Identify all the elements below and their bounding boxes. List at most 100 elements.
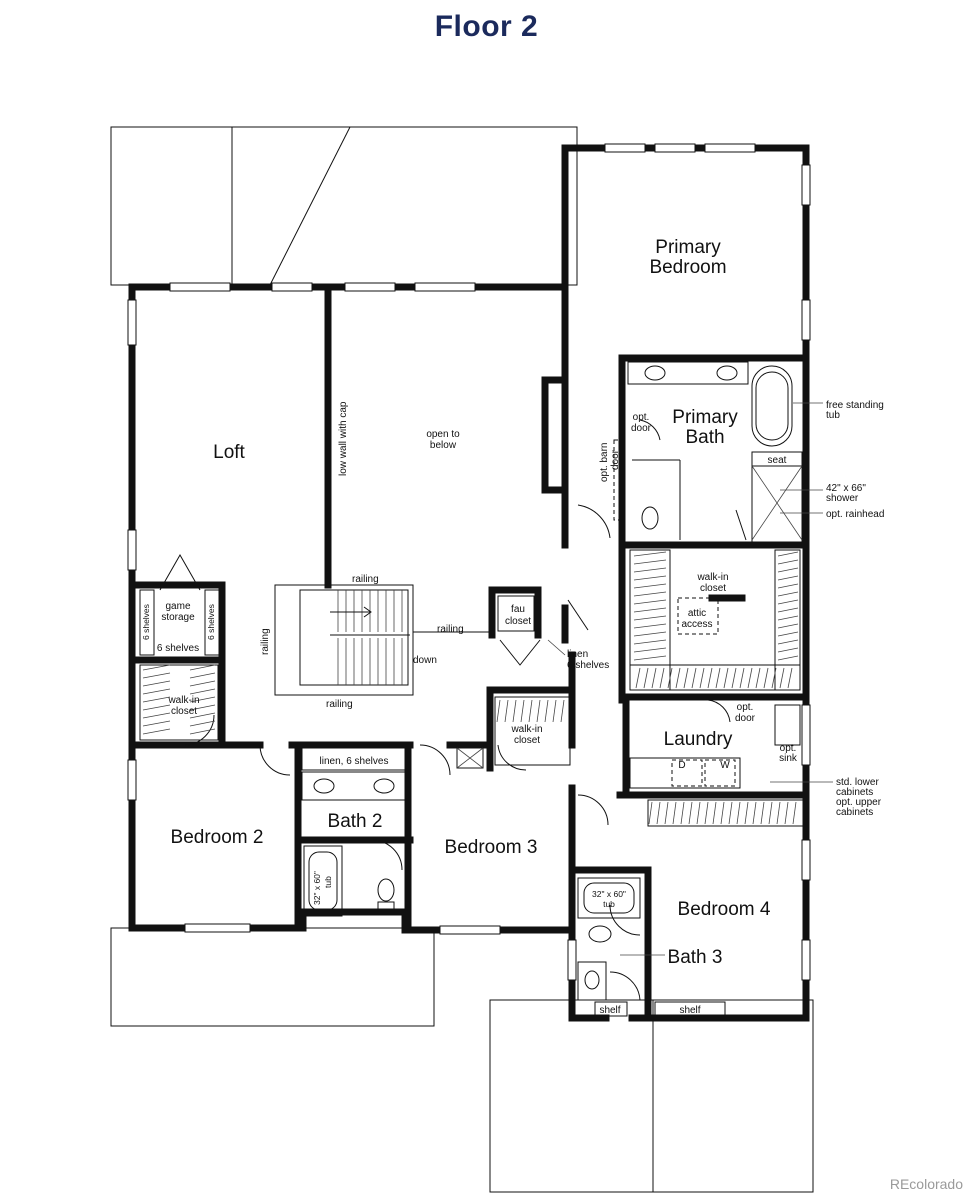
closet-hanger [779, 667, 785, 689]
closet-hanger [504, 699, 509, 723]
closet-hanger [777, 567, 799, 573]
closet-hanger [777, 655, 799, 661]
open-to-below-line2: below [430, 440, 457, 451]
closet-hanger [691, 667, 697, 689]
closet-hanger [633, 591, 667, 597]
closet-hanger [699, 667, 705, 689]
closet-hanger [142, 672, 171, 679]
opt-barn-line1: opt. barn [599, 443, 610, 482]
game-storage-line1: game [165, 601, 190, 612]
fau-closet-line1: fau [511, 604, 525, 615]
cabinet-line [712, 801, 717, 825]
cabinet-line [744, 801, 749, 825]
closet-hanger [643, 667, 649, 689]
closet-hanger [633, 615, 667, 621]
doors [159, 419, 747, 1001]
rainhead-label: opt. rainhead [826, 509, 884, 520]
closet-hanger [189, 696, 216, 703]
shower-seat-label: seat [768, 455, 787, 466]
cabinet-line [672, 801, 677, 825]
closet-hanger [777, 607, 799, 613]
closet-hanger [520, 699, 525, 723]
tub-b2-line2: tub [323, 876, 333, 888]
closet-hanger [528, 699, 533, 723]
room-bedroom-3: Bedroom 3 [445, 837, 538, 858]
cabinet-line [760, 801, 765, 825]
closet-hanger [659, 667, 665, 689]
shelves-bottom-label: 6 shelves [157, 643, 199, 654]
shelf-label-2: shelf [679, 1005, 700, 1016]
closet-hanger [633, 639, 667, 645]
closet-hanger [707, 667, 713, 689]
closet-hanger [777, 599, 799, 605]
cabinet-line [768, 801, 773, 825]
closet-hanger [777, 583, 799, 589]
cabinet-line [680, 801, 685, 825]
watermark: REcolorado [889, 1176, 963, 1192]
closet-hanger [777, 591, 799, 597]
closet-hanger [142, 680, 171, 687]
low-wall-label: low wall with cap [338, 401, 349, 476]
closet-hanger [777, 615, 799, 621]
room-bath-2: Bath 2 [328, 811, 383, 832]
windows [127, 143, 811, 981]
room-bedroom-4: Bedroom 4 [678, 899, 771, 920]
closet-hanger [723, 667, 729, 689]
closet-hanger [715, 667, 721, 689]
walkin-left-line2: closet [171, 706, 197, 717]
closet-hanger [635, 667, 641, 689]
closet-hanger [667, 667, 673, 689]
closet-hanger [675, 667, 681, 689]
fau-closet-line2: closet [505, 616, 531, 627]
closet-hanger [142, 728, 171, 735]
laundry-opt-door-line2: door [735, 713, 756, 724]
closet-hanger [633, 623, 667, 629]
cabinet-line [752, 801, 757, 825]
closet-hanger [755, 667, 761, 689]
closet-hanger [142, 696, 171, 703]
attic-access-line2: access [681, 619, 712, 630]
free-standing-line2: tub [826, 410, 840, 421]
closet-hanger [142, 704, 171, 711]
closet-hanger [777, 647, 799, 653]
closet-hanger [777, 623, 799, 629]
closet-hanger [496, 699, 501, 723]
dryer-label: D [678, 760, 685, 771]
closet-hanger [763, 667, 769, 689]
opt-door-line1: opt. [633, 412, 650, 423]
closet-hanger [189, 728, 216, 735]
washer-label: W [720, 760, 730, 771]
leader-lines [547, 402, 833, 956]
closet-hanger [633, 559, 667, 565]
linen-right-line2: 6 shelves [567, 660, 609, 671]
closet-hanger [731, 667, 737, 689]
closet-hanger [633, 599, 667, 605]
walkin-b3-line1: walk-in [510, 724, 542, 735]
closet-hanger [544, 699, 549, 723]
annotation-labels: open to below low wall with cap railing … [141, 400, 884, 1016]
closet-hanger [777, 559, 799, 565]
closet-hanger [189, 688, 216, 695]
closet-hanger [633, 607, 667, 613]
opt-sink-line1: opt. [780, 743, 797, 754]
shelves-right-label: 6 shelves [206, 604, 216, 640]
cabinet-line [776, 801, 781, 825]
shelf-label-1: shelf [599, 1005, 620, 1016]
tub-b3-line1: 32" x 60" [592, 889, 626, 899]
closet-hanger [189, 680, 216, 687]
linen-bath2-label: linen, 6 shelves [320, 756, 389, 767]
closet-hanger [633, 551, 667, 557]
closet-hanger [536, 699, 541, 723]
stairs-down-label: down [413, 655, 437, 666]
cabinet-line [664, 801, 669, 825]
closet-hanger [189, 704, 216, 711]
tub-b2-line1: 32" x 60" [312, 871, 322, 905]
floor-title: Floor 2 [434, 10, 539, 43]
railing-top-label: railing [352, 574, 379, 585]
room-bath-3: Bath 3 [668, 947, 723, 968]
room-primary-bedroom-line1: Primary [655, 237, 721, 258]
closet-hanger [552, 699, 557, 723]
game-storage-line2: storage [161, 612, 195, 623]
closet-hanger [189, 720, 216, 727]
